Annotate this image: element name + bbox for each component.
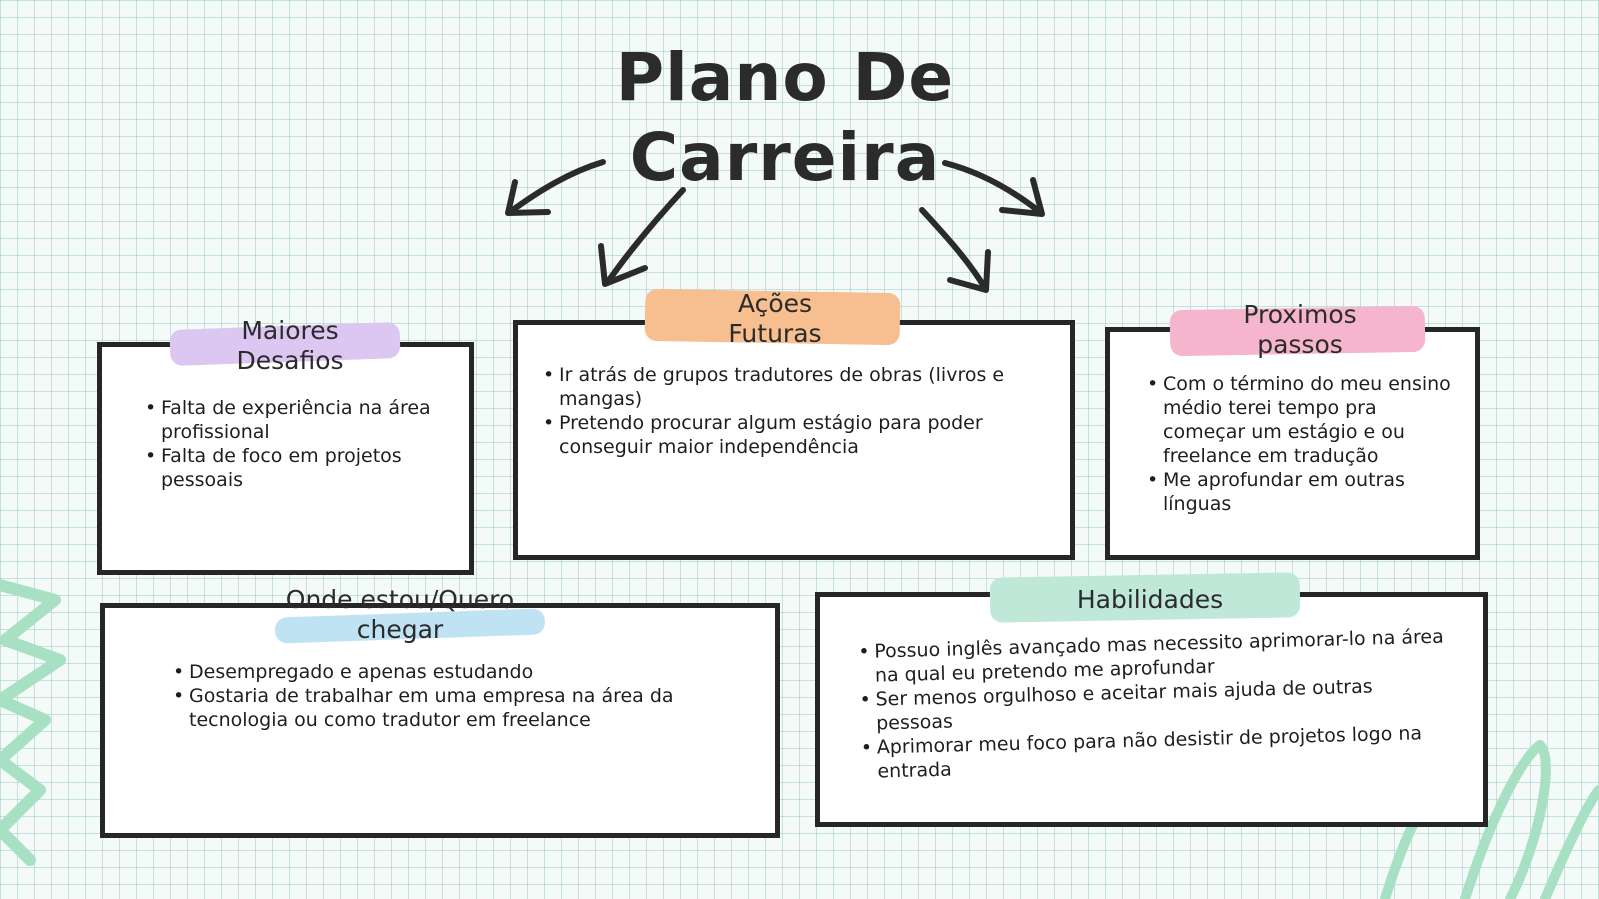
page-title: Plano De Carreira: [560, 38, 1010, 198]
left-zigzag-decoration: [0, 579, 66, 866]
arrow-far-right-icon: [942, 160, 1045, 217]
card-onde-estou-title: Onde estou/Quero chegar: [255, 585, 546, 645]
arrow-far-left-icon: [505, 159, 606, 216]
arrow-center-left-icon: [598, 187, 686, 287]
list-item: Desempregado e apenas estudando: [173, 660, 703, 684]
list-item: Ir atrás de grupos tradutores de obras (…: [543, 363, 1043, 411]
list-item: Com o término do meu ensino médio terei …: [1147, 372, 1452, 468]
acoes-list: Ir atrás de grupos tradutores de obras (…: [543, 363, 1043, 459]
list-item: Pretendo procurar algum estágio para pod…: [543, 411, 1043, 459]
card-acoes-futuras-title: Ações Futuras: [644, 288, 901, 349]
title-line-1: Plano De: [615, 39, 955, 116]
arrow-center-right-icon: [919, 207, 991, 293]
list-item: Me aprofundar em outras línguas: [1147, 468, 1452, 516]
card-proximos-passos-title: Proximos passos: [1169, 300, 1426, 360]
list-item: Falta de foco em projetos pessoais: [145, 444, 455, 492]
list-item: Gostaria de trabalhar em uma empresa na …: [173, 684, 703, 732]
card-habilidades-title: Habilidades: [989, 572, 1301, 623]
desafios-list: Falta de experiência na área profissiona…: [145, 396, 455, 492]
onde-list: Desempregado e apenas estudando Gostaria…: [173, 660, 703, 732]
card-maiores-desafios-title: Maiores Desafios: [169, 316, 401, 376]
list-item: Falta de experiência na área profissiona…: [145, 396, 455, 444]
proximos-list: Com o término do meu ensino médio terei …: [1147, 372, 1452, 516]
title-line-2: Carreira: [629, 119, 941, 196]
